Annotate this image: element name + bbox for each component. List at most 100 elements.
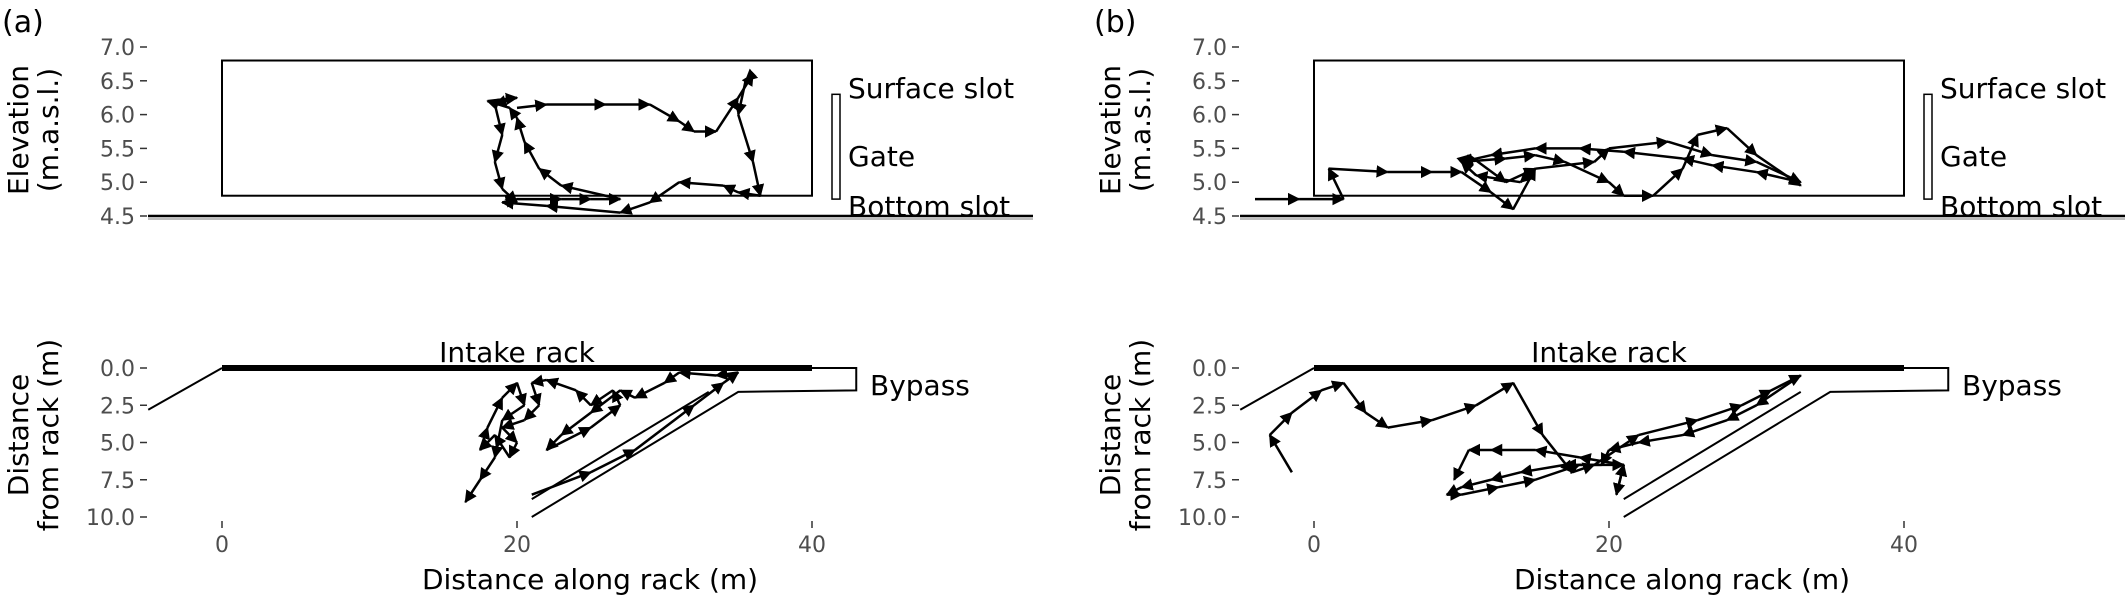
plan-track-segment: [589, 404, 622, 429]
plan-track-segment: [611, 389, 624, 406]
elev-ytick-label: 5.0: [100, 171, 135, 196]
plan-track-segment: [1489, 470, 1521, 484]
plan-track-segment: [1431, 402, 1478, 422]
plan-track-segment: [530, 374, 547, 387]
plan-ylabel-line1: Distance: [2, 374, 35, 496]
elev-ytick-label: 7.0: [1192, 36, 1227, 61]
plan-ytick-label: 0.0: [1192, 357, 1227, 382]
elev-track-segment: [1652, 167, 1684, 197]
plan-ytick-label: 7.5: [1192, 469, 1227, 494]
plan-track-segment: [501, 418, 525, 430]
elev-ytick-label: 6.5: [1192, 70, 1227, 95]
plan-track-segment: [633, 381, 666, 399]
plan-track-segment: [1697, 402, 1743, 422]
elev-track-segment: [648, 181, 680, 204]
plan-bypass-outline: [1623, 367, 1950, 518]
plan-ytick-label: 7.5: [100, 469, 135, 494]
elev-track-segment: [1755, 160, 1802, 184]
elev-track-segment: [678, 176, 724, 190]
plan-xlabel: Distance along rack (m): [422, 563, 758, 596]
plan-track-segment: [1607, 441, 1639, 454]
elev-ylabel-line2: (m.a.s.l.): [32, 68, 65, 192]
elev-ytick-label: 4.5: [1192, 205, 1227, 230]
plan-track-segment: [514, 382, 527, 407]
elev-gate-bar: [831, 93, 841, 200]
panel-label: (b): [1094, 5, 1136, 40]
plan-ylabel-line1: Distance: [1094, 374, 1127, 496]
plan-track-segment: [1461, 483, 1500, 496]
plan-track-segment: [1519, 463, 1565, 477]
plan-track-segment: [1681, 418, 1728, 438]
plan-track-segment: [479, 434, 496, 451]
elev-track-segment: [1667, 140, 1714, 158]
plan-track-segment: [560, 411, 592, 437]
elev-ytick-label: 5.5: [100, 137, 135, 162]
plan-track-segment: [1387, 415, 1434, 429]
plan-track-segment: [1637, 433, 1683, 447]
plan-track-segment: [1498, 475, 1537, 489]
plan-ylabel-line2: from rack (m): [1124, 339, 1157, 531]
plan-track-segment: [1475, 381, 1515, 407]
elev-intake-box: [221, 59, 813, 197]
elev-track-segment: [1489, 147, 1536, 160]
elev-track-segment: [1327, 167, 1345, 200]
plan-track-segment: [1453, 449, 1470, 481]
elev-intake-box: [1313, 59, 1905, 197]
elev-track-segment: [493, 95, 518, 108]
elev-ylabel-line1: Elevation: [1094, 65, 1127, 195]
plan-xlabel: Distance along rack (m): [1514, 563, 1850, 596]
elev-track-segment: [1461, 153, 1507, 166]
plan-track-segment: [479, 456, 496, 481]
plan-track-segment: [529, 382, 542, 407]
elev-track-segment: [737, 187, 761, 201]
plan-track-segment: [1638, 416, 1699, 437]
plan-track-segment: [501, 426, 518, 444]
plan-track-segment: [486, 396, 504, 429]
elev-track-segment: [1697, 124, 1729, 137]
plan-left-wall: [147, 367, 223, 411]
elev-track-segment: [1505, 167, 1537, 184]
plan-track-segment: [1460, 478, 1492, 491]
plan-track-segment: [1320, 380, 1345, 393]
plan-track-segment: [1578, 453, 1624, 467]
elev-ytick-label: 7.0: [100, 36, 135, 61]
elev-track-segment: [1608, 136, 1670, 150]
elev-track-segment: [744, 68, 759, 82]
elev-track-segment: [734, 80, 747, 116]
elev-track-segment: [619, 201, 651, 215]
plan-track-segment: [1614, 463, 1628, 495]
annotation-surface-slot: Surface slot: [848, 72, 1014, 105]
plan-track-segment: [590, 448, 637, 474]
elev-track-segment: [523, 140, 541, 170]
elev-track-segment: [1726, 127, 1758, 157]
elev-ytick-label: 5.5: [1192, 137, 1227, 162]
plan-track-segment: [545, 377, 577, 392]
plan-track-segment: [1512, 382, 1544, 437]
plan-track-segment: [501, 382, 518, 399]
elev-track-segment: [737, 114, 756, 164]
plan-bypass-inner-wall: [1623, 390, 1802, 500]
plan-xtick-label: 0: [215, 533, 229, 558]
elev-track-segment: [1578, 143, 1624, 156]
plan-track-segment: [531, 470, 592, 496]
elev-ytick-label: 6.0: [1192, 104, 1227, 129]
plan-xtick-label: 20: [1595, 533, 1623, 558]
plan-track-segment: [1268, 411, 1293, 436]
plan-track-segment: [1364, 411, 1389, 429]
annotation-surface-slot: Surface slot: [1940, 72, 2106, 105]
plan-xtick-label: 20: [503, 533, 531, 558]
elev-track-segment: [501, 188, 518, 204]
plan-track-segment: [714, 367, 739, 381]
plan-ytick-label: 10.0: [1178, 506, 1227, 531]
elev-track-segment: [493, 161, 506, 191]
plan-ytick-label: 0.0: [100, 357, 135, 382]
plan-track-segment: [634, 404, 695, 451]
elev-track-segment: [1712, 153, 1758, 167]
panel-label: (a): [2, 5, 44, 40]
elev-ytick-label: 6.0: [100, 104, 135, 129]
elev-track-segment: [1564, 160, 1611, 184]
elev-track-segment: [1622, 146, 1683, 160]
annotation-intake-rack: Intake rack: [1531, 336, 1688, 369]
elev-ytick-label: 6.5: [100, 70, 135, 95]
plan-track-segment: [678, 367, 717, 380]
